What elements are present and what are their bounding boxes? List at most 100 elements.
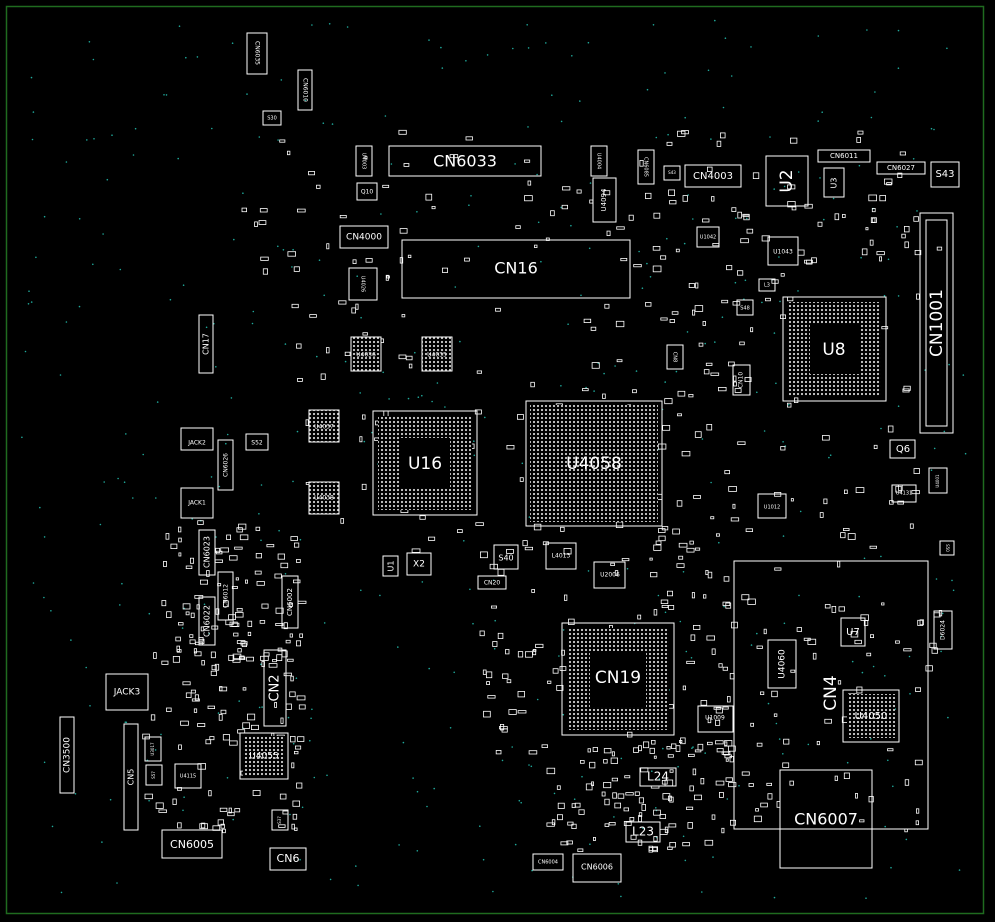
smd-pad (686, 547, 695, 553)
smd-pad (857, 130, 864, 135)
smd-pad (718, 386, 727, 392)
via (560, 385, 562, 387)
smd-pad (610, 757, 618, 764)
smd-pad (638, 797, 644, 804)
smd-pad (700, 700, 708, 706)
smd-pad (227, 811, 235, 817)
smd-pad (182, 603, 191, 610)
smd-pad (465, 136, 473, 141)
via (905, 838, 908, 841)
smd-pad (834, 775, 838, 781)
via (477, 245, 480, 248)
via (617, 883, 620, 885)
via (930, 352, 932, 355)
smd-pad (280, 562, 289, 569)
smd-pad (606, 230, 611, 237)
via (908, 655, 911, 658)
via (441, 67, 444, 69)
via (155, 497, 157, 499)
via (821, 111, 823, 113)
via (379, 594, 381, 597)
smd-pad (611, 777, 619, 782)
label-cn4: CN4 (821, 675, 841, 710)
via (912, 158, 915, 160)
smd-pad (737, 211, 742, 219)
smd-pad (938, 610, 943, 617)
smd-pad (475, 522, 484, 526)
smd-pad (185, 565, 193, 569)
via (311, 24, 313, 26)
via (807, 743, 810, 746)
smd-pad (812, 652, 817, 660)
smd-pad (668, 823, 677, 828)
smd-pad (254, 221, 258, 227)
smd-pad (629, 817, 635, 822)
smd-pad (722, 666, 728, 671)
label-cn19: CN19 (595, 668, 641, 688)
via (817, 120, 819, 122)
smd-pad (567, 821, 574, 826)
via (124, 721, 127, 723)
via (863, 557, 866, 560)
via (750, 644, 753, 646)
smd-pad (178, 552, 182, 557)
smd-pad (707, 166, 713, 173)
via (470, 195, 472, 197)
smd-pad (902, 388, 910, 393)
via (870, 116, 873, 119)
smd-pad (199, 823, 208, 830)
smd-pad (913, 216, 919, 222)
smd-pad (287, 251, 296, 257)
smd-pad (172, 798, 177, 805)
smd-pad (351, 307, 356, 314)
smd-pad (162, 561, 167, 567)
smd-pad (616, 359, 623, 363)
smd-pad (238, 523, 247, 530)
via (323, 622, 326, 624)
smd-pad (668, 795, 672, 802)
via (85, 666, 87, 669)
smd-pad (255, 553, 262, 559)
label-l23: L23 (632, 825, 654, 839)
via (109, 798, 112, 801)
smd-pad (185, 692, 192, 699)
via (788, 403, 790, 406)
smd-pad (197, 763, 206, 770)
smd-pad (913, 468, 920, 474)
smd-pad (576, 189, 582, 194)
via (260, 539, 262, 542)
label-u4055: U4055 (249, 752, 279, 762)
via (384, 115, 387, 117)
smd-pad (886, 182, 892, 186)
smd-pad (789, 780, 794, 786)
smd-pad (687, 822, 693, 829)
via (132, 497, 134, 499)
via (580, 294, 582, 297)
via (134, 127, 137, 130)
smd-pad (292, 813, 298, 820)
via (24, 350, 27, 353)
label-u4004: U4004 (596, 153, 602, 169)
smd-pad (694, 305, 704, 312)
smd-pad (571, 823, 577, 830)
smd-pad (653, 836, 658, 842)
smd-pad (895, 640, 900, 644)
label-s50: S50 (945, 544, 950, 552)
smd-pad (688, 753, 695, 757)
chip-u8 (782, 296, 887, 402)
via (28, 290, 30, 293)
smd-pad (200, 626, 205, 632)
label-s57: S57 (151, 771, 156, 779)
via (292, 742, 295, 745)
label-cn6012: CN6012 (223, 584, 230, 608)
smd-pad (661, 780, 668, 785)
smd-pad (666, 746, 671, 750)
via (416, 790, 419, 793)
smd-pad (205, 739, 212, 745)
smd-pad (254, 570, 262, 575)
via (482, 858, 485, 861)
via (756, 632, 758, 635)
via (738, 785, 740, 787)
via (196, 56, 199, 58)
